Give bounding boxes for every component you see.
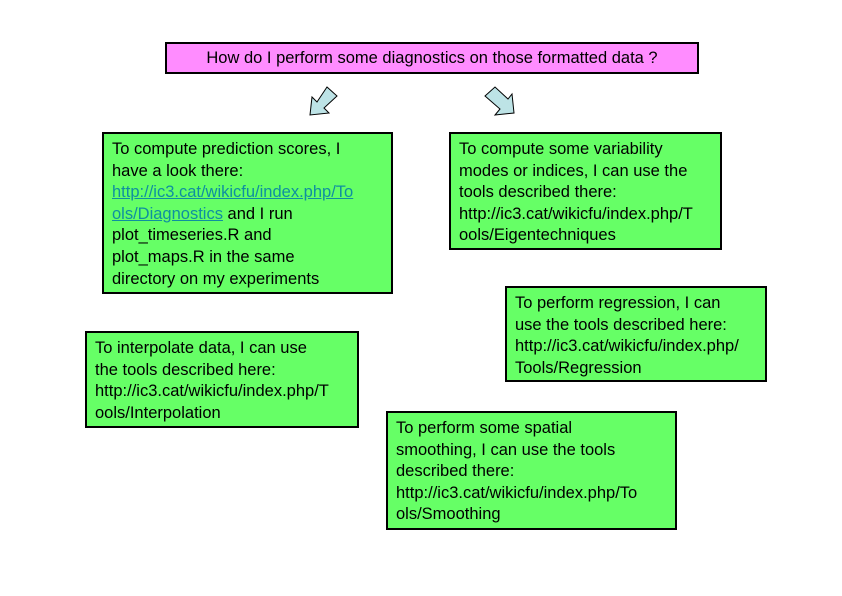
variability-modes-box: To compute some variability modes or ind… bbox=[449, 132, 722, 250]
arrow-down-right-shape bbox=[484, 86, 515, 116]
prediction-scores-box: To compute prediction scores, I have a l… bbox=[102, 132, 393, 294]
smoothing-box: To perform some spatial smoothing, I can… bbox=[386, 411, 677, 530]
arrow-down-left-icon bbox=[309, 86, 338, 116]
question-title: How do I perform some diagnostics on tho… bbox=[206, 49, 658, 67]
interpolation-box: To interpolate data, I can use the tools… bbox=[85, 331, 359, 428]
regression-box: To perform regression, I can use the too… bbox=[505, 286, 767, 382]
diagnostics-link[interactable]: http://ic3.cat/wikicfu/index.php/To ols/… bbox=[112, 183, 354, 223]
question-title-box: How do I perform some diagnostics on tho… bbox=[165, 42, 699, 74]
variability-text: To compute some variability modes or ind… bbox=[459, 140, 693, 245]
smoothing-text: To perform some spatial smoothing, I can… bbox=[396, 419, 638, 524]
regression-text: To perform regression, I can use the too… bbox=[515, 294, 739, 377]
arrow-down-left-shape bbox=[309, 86, 338, 116]
prediction-text-after: and I run plot_timeseries.R and plot_map… bbox=[112, 204, 320, 288]
interpolation-text: To interpolate data, I can use the tools… bbox=[95, 339, 329, 422]
prediction-text-before: To compute prediction scores, I have a l… bbox=[112, 140, 341, 180]
arrow-down-right-icon bbox=[484, 86, 515, 116]
